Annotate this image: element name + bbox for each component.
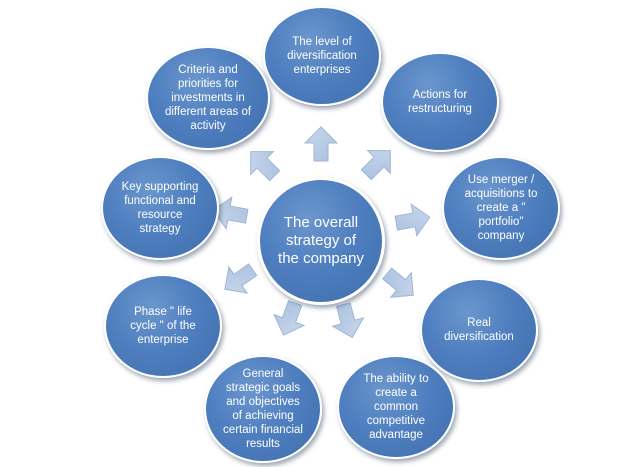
arrow-to-competitive-advantage [327,299,369,343]
node-strategic-goals: General strategic goals and objectives o… [204,355,322,463]
node-diversification-level: The level of diversification enterprises [263,6,381,106]
node-supporting-strategy: Key supporting functional and resource s… [101,156,219,260]
node-label: Key supporting functional and resource s… [121,181,199,235]
center-node-overall-strategy: The overall strategy of the company [257,177,385,305]
arrow-to-diversification-level [304,126,338,162]
node-investment-criteria: Criteria and priorities for investments … [146,46,270,150]
node-merger-acquisitions: Use merger / acquisitions to create a " … [442,156,560,260]
node-label: Criteria and priorities for investments … [164,64,252,132]
node-label: Phase " life cycle " of the enterprise [130,306,196,346]
node-label: Real diversification [444,317,514,343]
arrow-to-life-cycle [215,256,263,303]
node-restructuring: Actions for restructuring [381,52,499,152]
node-label: General strategic goals and objectives o… [223,368,303,450]
node-label: The ability to create a common competiti… [363,373,429,441]
arrow-to-investment-criteria [238,139,287,188]
center-node-label: The overall strategy of the company [278,214,364,267]
node-competitive-advantage: The ability to create a common competiti… [337,355,455,459]
node-label: The level of diversification enterprises [287,36,357,76]
node-label: Actions for restructuring [408,89,472,115]
arrow-to-merger-acquisitions [392,200,434,240]
node-life-cycle: Phase " life cycle " of the enterprise [104,274,222,378]
arrow-to-restructuring [354,138,403,187]
node-label: Use merger / acquisitions to create a " … [464,174,538,242]
arrow-to-real-diversification [376,260,425,309]
arrow-to-strategic-goals [267,297,311,342]
node-real-diversification: Real diversification [420,278,538,382]
